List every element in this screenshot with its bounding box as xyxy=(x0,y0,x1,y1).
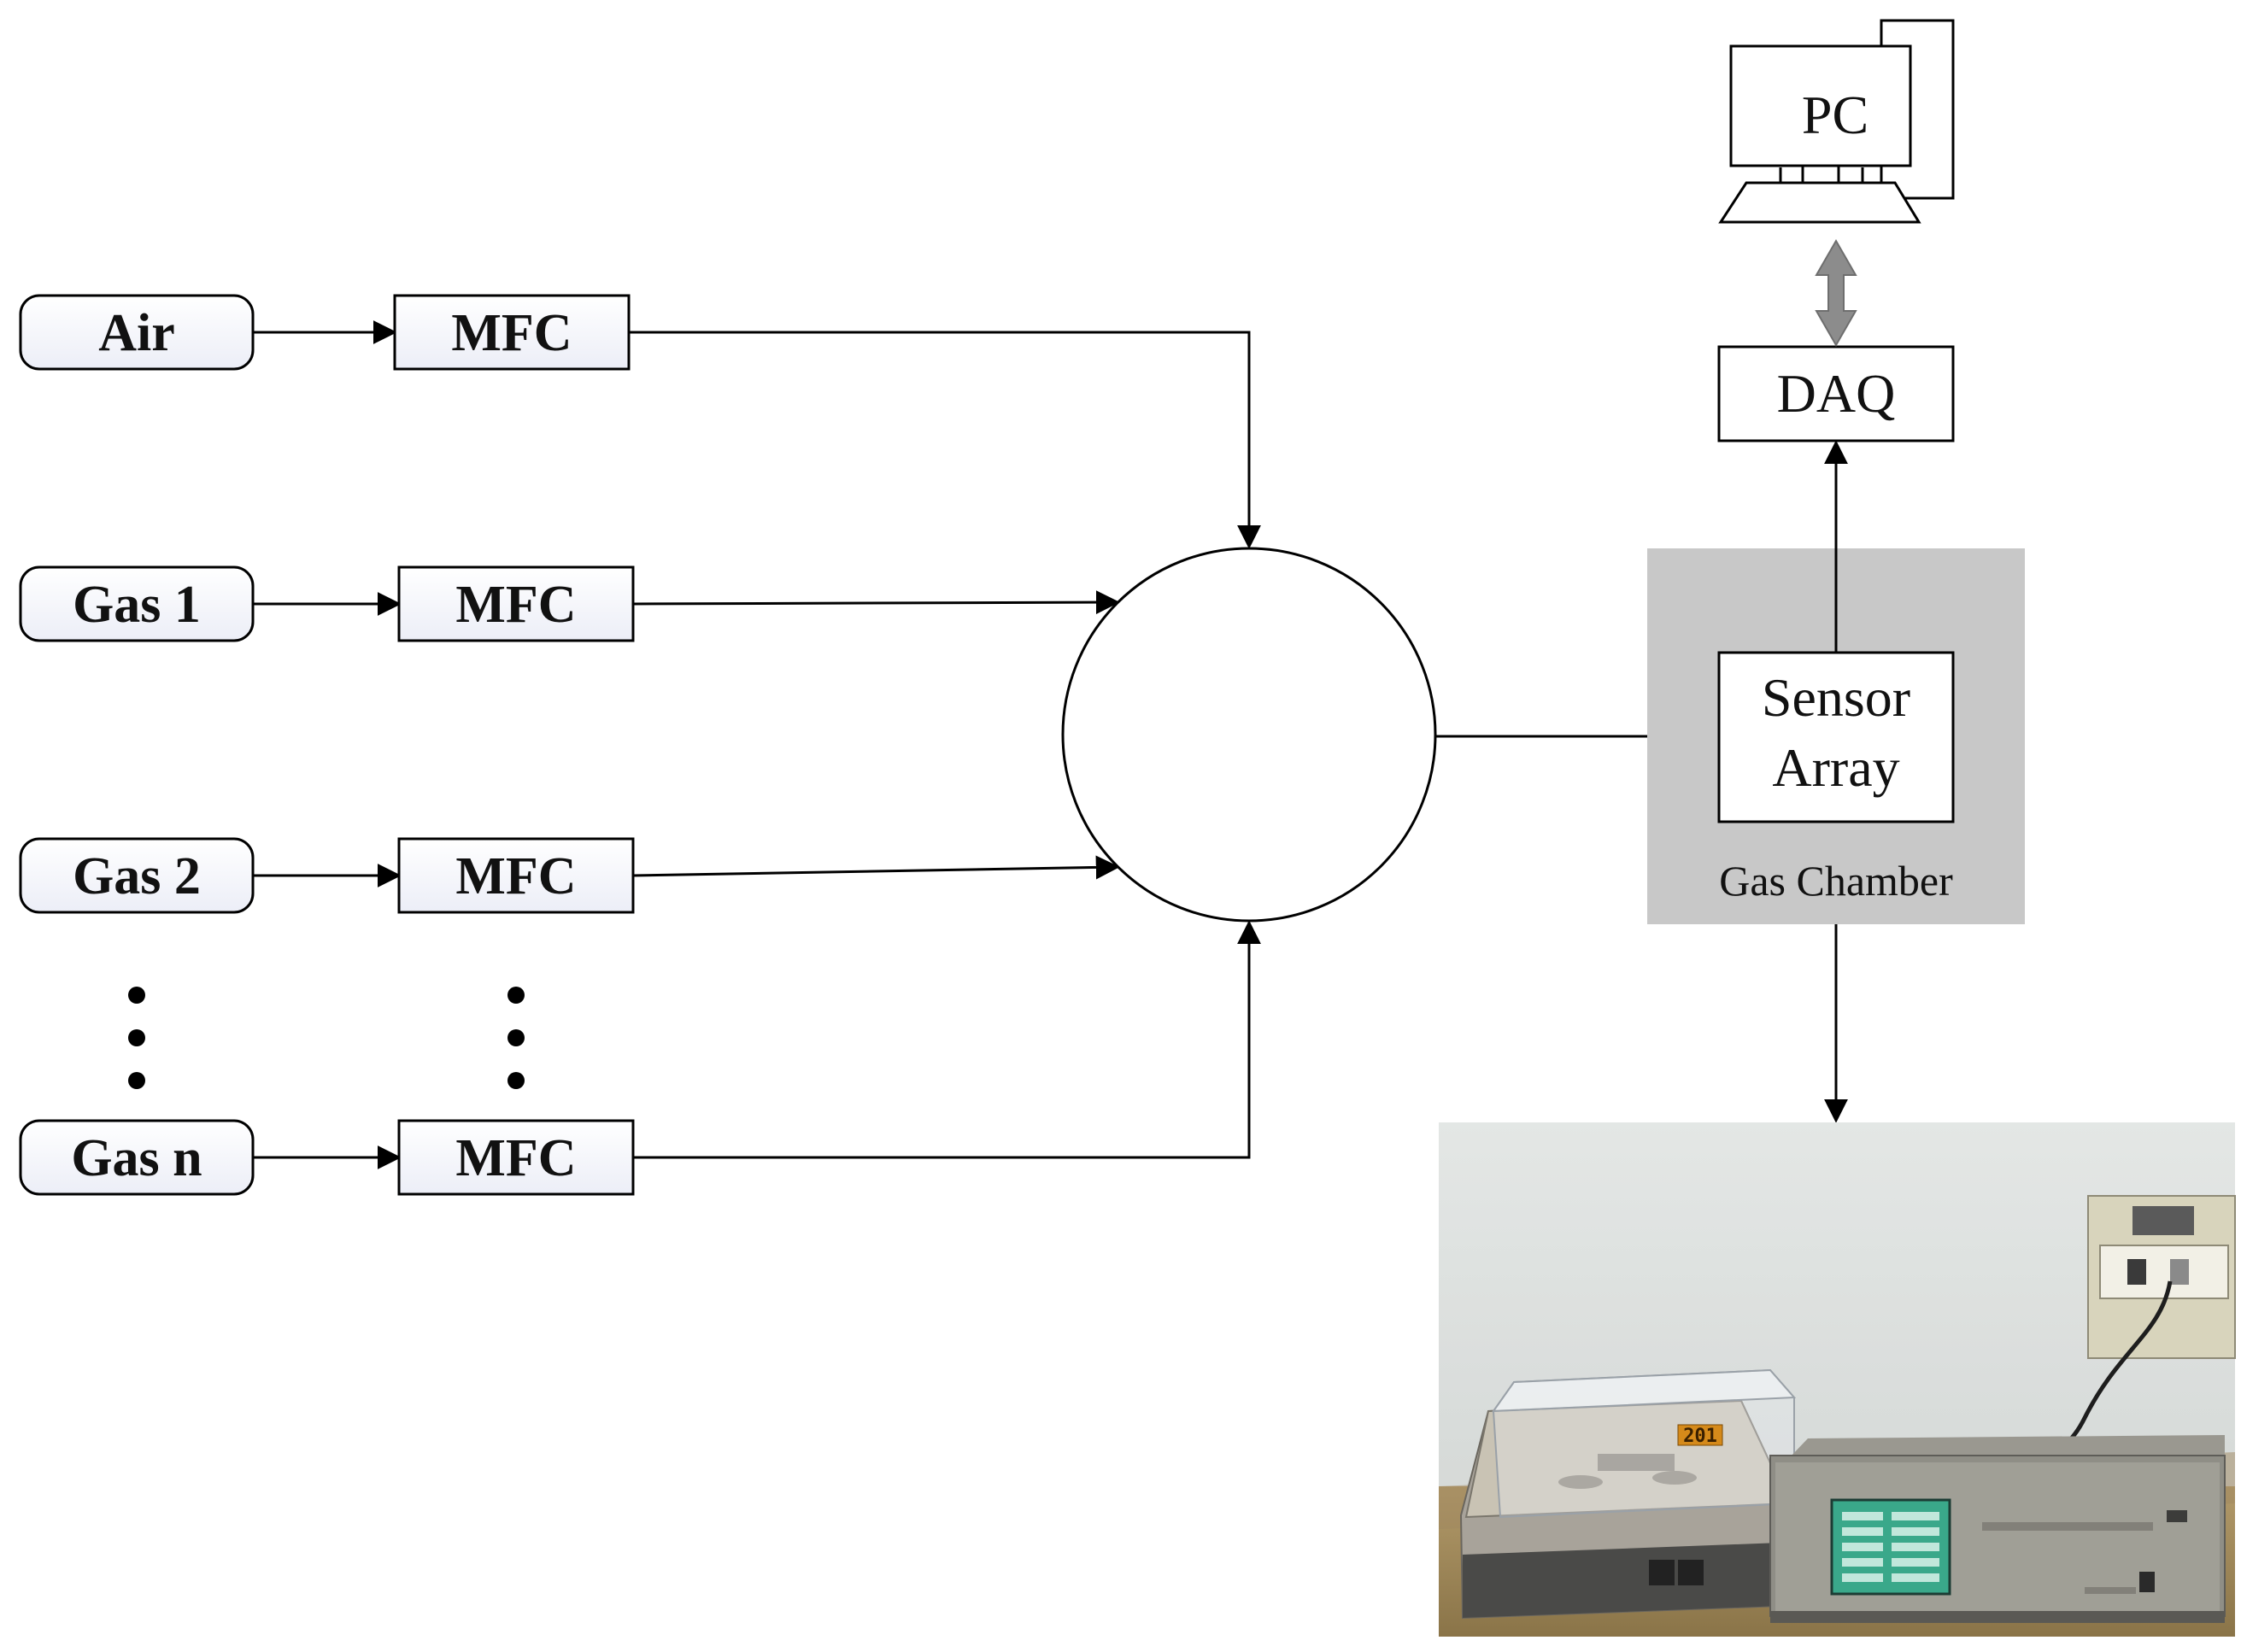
photo-counter-display xyxy=(1677,1424,1723,1446)
mfc-label-gas2: MFC xyxy=(455,847,576,905)
line-gas2-to-mixer xyxy=(632,855,1120,880)
mfc-label-air: MFC xyxy=(451,304,572,362)
sensor-array-box xyxy=(1717,651,1955,823)
line-gasn-to-mixer xyxy=(633,920,1261,1159)
sensor-array-label-line1: Sensor xyxy=(1762,667,1910,728)
ellipsis-sources xyxy=(128,987,145,1089)
source-row-gas1: Gas 1 MFC xyxy=(19,565,1120,642)
ellipsis-mfcs xyxy=(507,987,525,1089)
source-label-gas1: Gas 1 xyxy=(73,576,201,634)
line-gas1-to-mixer xyxy=(632,590,1120,615)
source-row-gas2: Gas 2 MFC xyxy=(19,837,1120,914)
mfc-box-gas1 xyxy=(397,565,635,642)
mfc-label-gasn: MFC xyxy=(455,1129,576,1187)
photo-counter-text: 201 xyxy=(1683,1426,1717,1447)
apparatus-photo: 201 xyxy=(1439,1122,2236,1637)
sensor-array-label-line2: Array xyxy=(1772,737,1899,798)
pc-icon xyxy=(1718,19,1955,224)
mfc-box-air xyxy=(393,294,631,371)
gas-chamber-label: Gas Chamber xyxy=(1719,857,1953,905)
source-label-gas2: Gas 2 xyxy=(73,847,201,905)
bidirectional-arrow-daq-pc xyxy=(1815,238,1857,348)
daq-box xyxy=(1717,345,1955,442)
source-label-gasn: Gas n xyxy=(71,1129,202,1187)
source-row-gasn: Gas n MFC xyxy=(19,920,1261,1196)
mixing-chamber-circle xyxy=(1061,547,1437,923)
line-air-to-mixer xyxy=(629,331,1261,549)
mfc-label-gas1: MFC xyxy=(455,576,576,634)
source-row-air: Air MFC xyxy=(19,294,1261,549)
daq-label: DAQ xyxy=(1777,363,1896,424)
pc-label: PC xyxy=(1802,85,1868,145)
mfc-box-gas2 xyxy=(397,837,635,914)
source-label-air: Air xyxy=(98,304,175,362)
